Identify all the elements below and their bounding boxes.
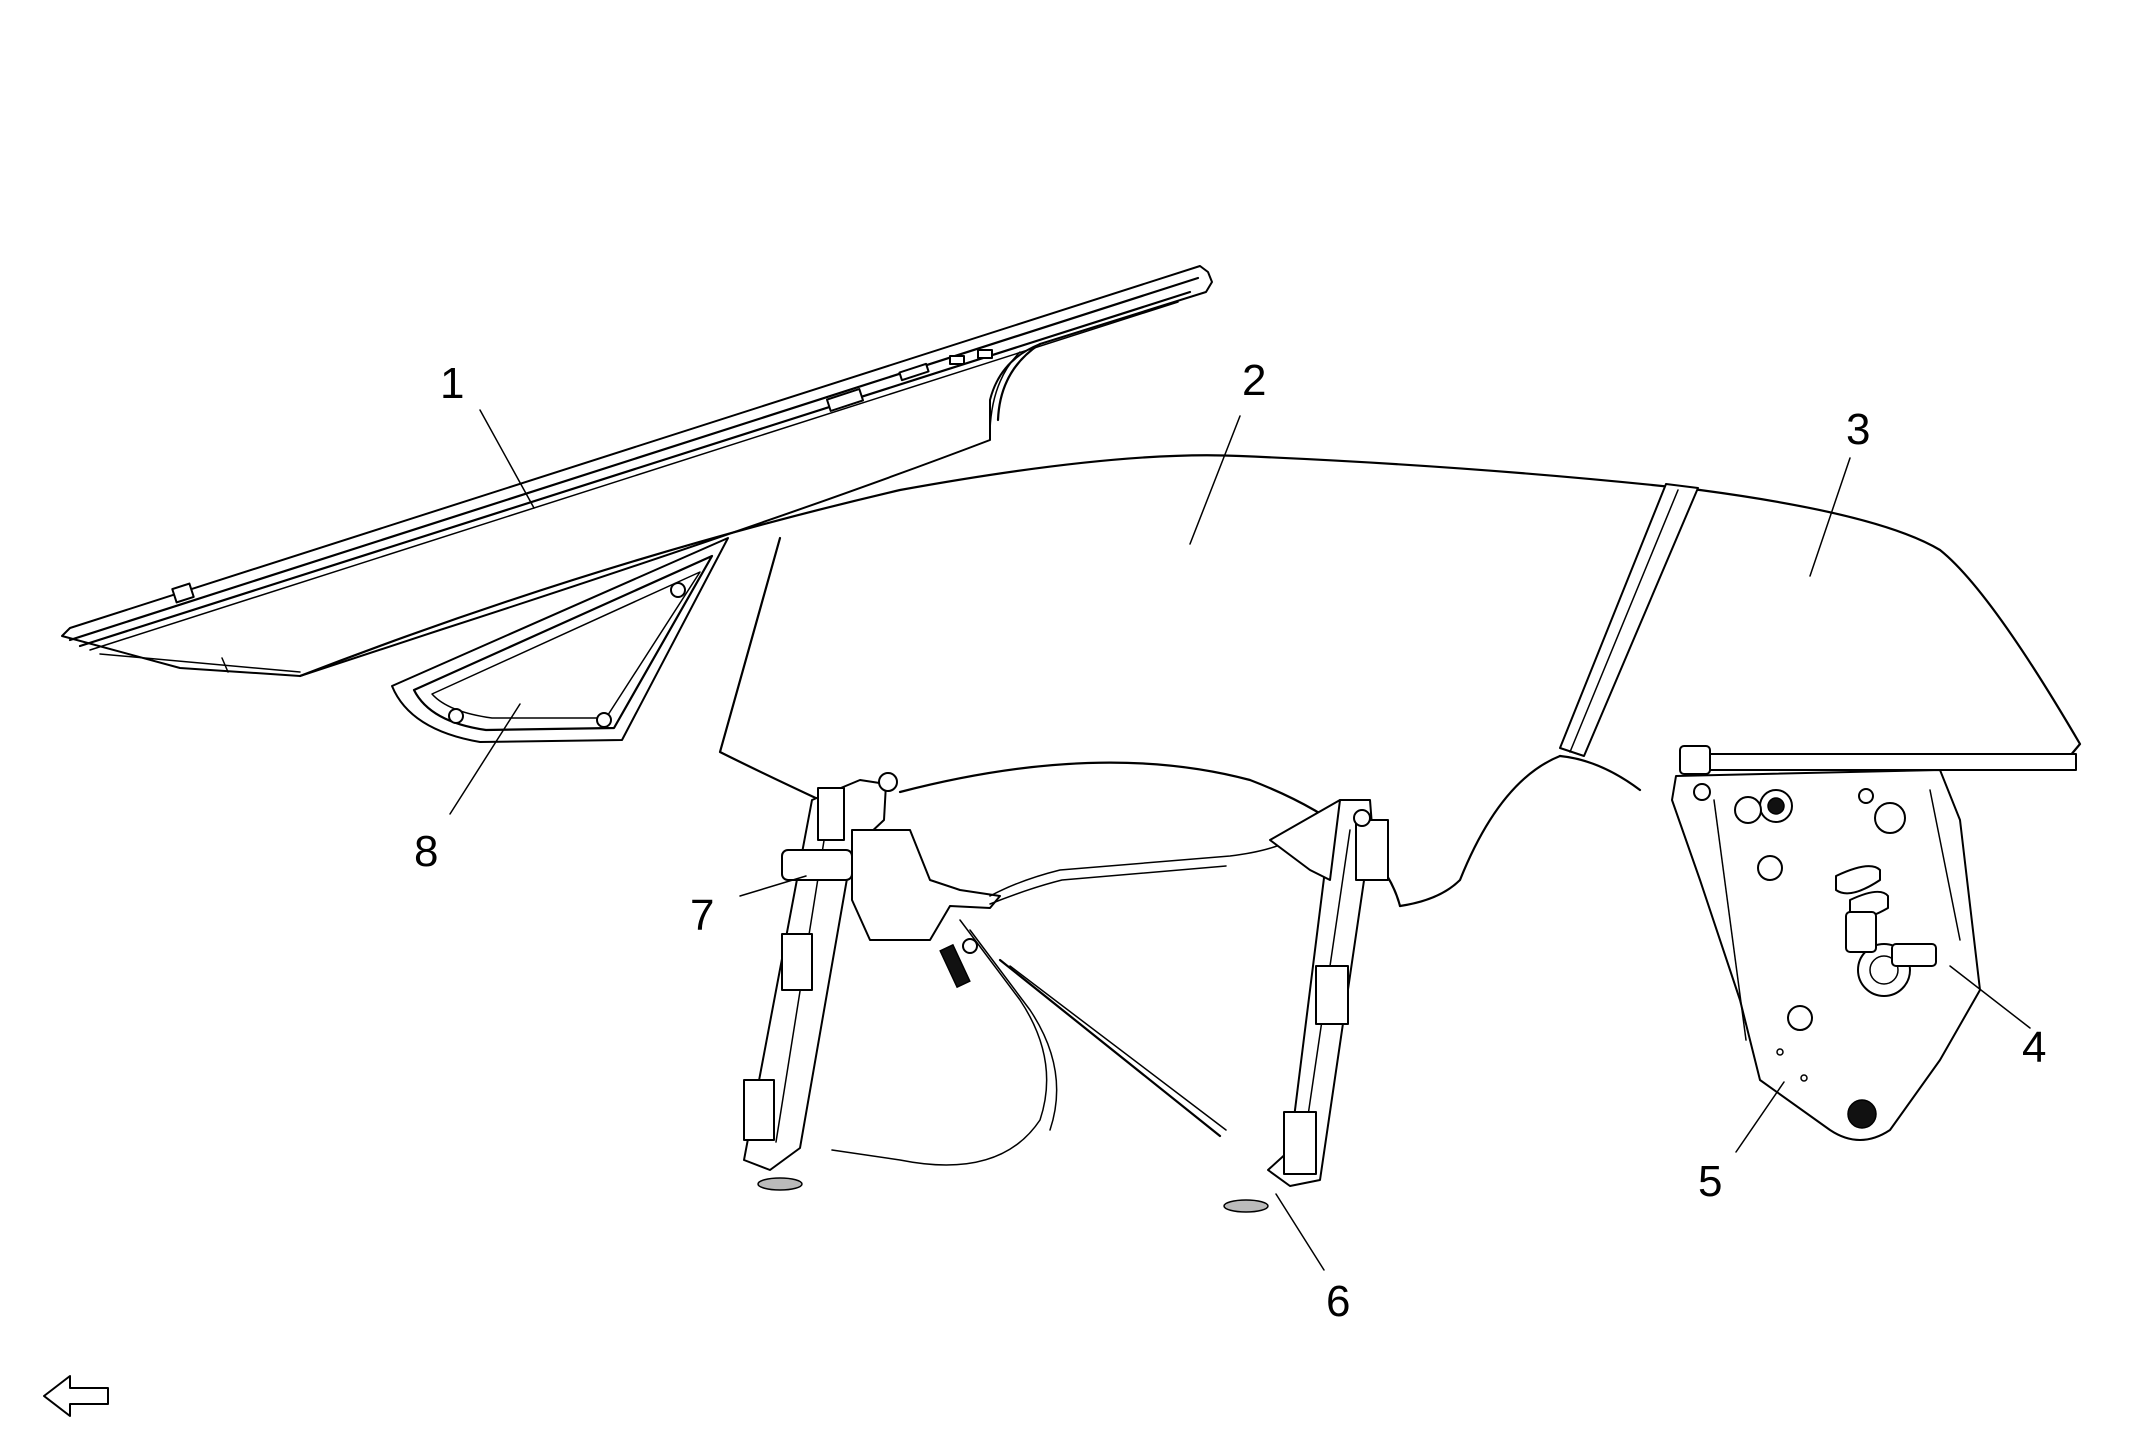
part-rear-window-regulator xyxy=(1671,745,2077,1141)
part-rear-quarter-glass xyxy=(1558,483,2082,792)
callout-3: 3 xyxy=(1846,405,1870,454)
callout-4: 4 xyxy=(2022,1023,2046,1072)
part-roof-rail-trim xyxy=(61,265,1213,677)
callout-5: 5 xyxy=(1698,1157,1722,1206)
callout-6: 6 xyxy=(1326,1277,1350,1326)
leader-lines xyxy=(449,409,2031,1271)
callout-8: 8 xyxy=(414,827,438,876)
part-vent-window-glass xyxy=(391,537,729,743)
part-front-window-regulator xyxy=(743,772,1389,1213)
callout-7: 7 xyxy=(690,891,714,940)
arrow-left-icon xyxy=(43,1375,109,1417)
callout-labels: 1 2 3 4 5 6 7 8 xyxy=(414,356,2046,1326)
callout-2: 2 xyxy=(1242,356,1266,405)
callout-1: 1 xyxy=(440,359,464,408)
